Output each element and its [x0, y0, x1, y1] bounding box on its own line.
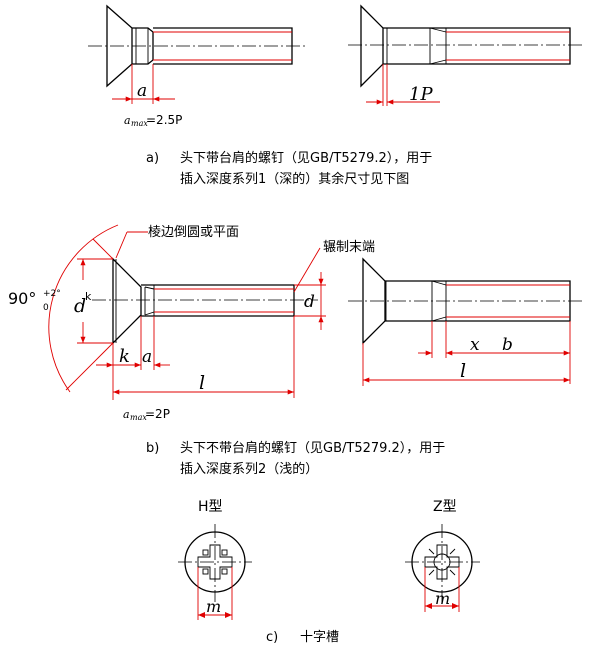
- fig-a-amax-sub: max: [131, 119, 148, 128]
- fig-b-label-x: x: [470, 335, 480, 355]
- fig-b-label-l2: l: [460, 360, 466, 382]
- fig-c-z-type-label: Z型: [433, 499, 457, 515]
- fig-a-amax-value: =2.5P: [146, 113, 182, 127]
- fig-c-h-type-label: H型: [198, 499, 223, 515]
- fig-c-z-type-recess: Z型 m: [405, 499, 480, 612]
- fig-b-label-rolled-end: 辗制末端: [323, 239, 375, 255]
- fig-b-amax-value: =2P: [145, 407, 170, 421]
- fig-a-right-screw: 1P: [348, 4, 582, 106]
- fig-a-label-a: a: [137, 81, 147, 101]
- fig-b-label-dk-sub: k: [85, 290, 92, 303]
- fig-b-left-screw: d k 90° +2° 0 棱边倒圆或平面 辗制末端 d k a: [8, 224, 375, 422]
- fig-a-caption-tag: a): [146, 151, 159, 166]
- fig-c-h-type-recess: H型 m: [178, 499, 252, 620]
- fig-b-amax-sub: max: [130, 413, 147, 422]
- fig-b-label-b: b: [502, 335, 513, 355]
- fig-b-label-a: a: [142, 347, 152, 367]
- fig-c-caption-tag: c): [266, 630, 278, 645]
- fig-c-label-m2: m: [435, 589, 450, 608]
- fig-b-label-d: d: [304, 292, 315, 312]
- fig-a-amax-prefix: a: [124, 114, 131, 127]
- fig-a-left-screw: a a max =2.5P: [88, 4, 306, 128]
- fig-b-angle-main: 90°: [8, 289, 36, 308]
- fig-b-label-edge: 棱边倒圆或平面: [148, 224, 239, 240]
- fig-a-label-1p: 1P: [409, 84, 433, 105]
- fig-b-caption-tag: b): [146, 441, 159, 456]
- fig-b-angle-tol-upper: +2°: [43, 289, 61, 299]
- fig-b-angle-tol-lower: 0: [43, 303, 49, 313]
- fig-b-right-screw: x b l: [348, 257, 582, 386]
- fig-b-label-l: l: [199, 372, 205, 394]
- fig-c-caption: 十字槽: [300, 630, 339, 645]
- fig-b-label-k: k: [119, 346, 130, 367]
- fig-b-amax-prefix: a: [123, 408, 130, 421]
- fig-a-caption-line2: 插入深度系列1（深的）其余尺寸见下图: [180, 171, 409, 187]
- fig-a-caption-line1: 头下带台肩的螺钉（见GB/T5279.2），用于: [180, 150, 432, 166]
- fig-b-caption-line2: 插入深度系列2（浅的）: [180, 461, 318, 477]
- fig-b-label-dk: d: [74, 295, 86, 317]
- fig-c-label-m1: m: [206, 597, 221, 616]
- fig-b-caption-line1: 头下不带台肩的螺钉（见GB/T5279.2），用于: [180, 440, 445, 456]
